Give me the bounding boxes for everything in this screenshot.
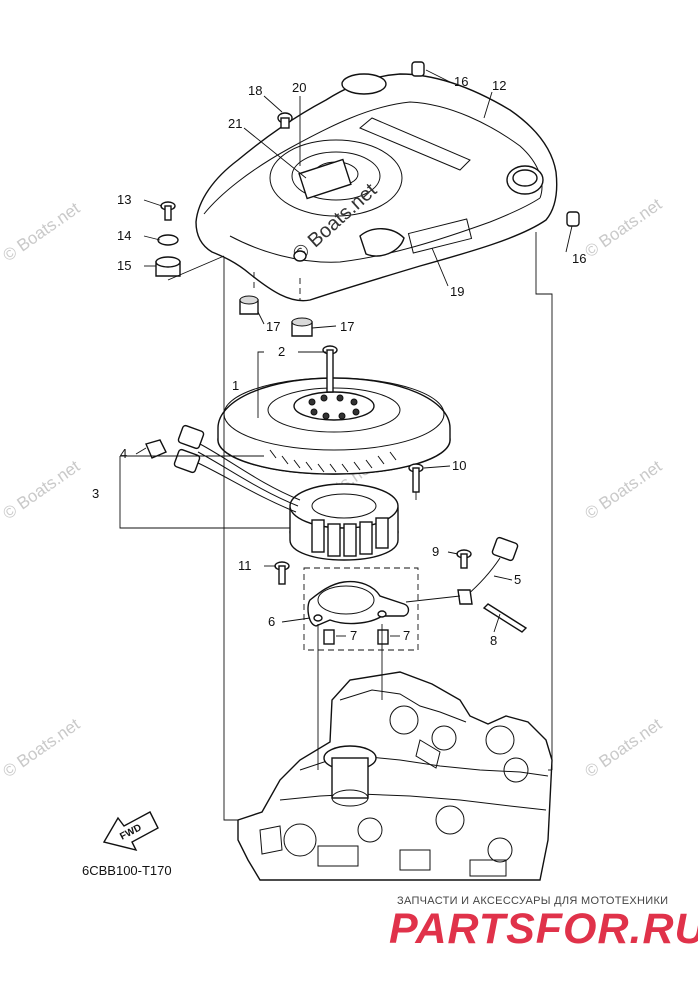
callout-2: 2 (278, 344, 285, 359)
callout-17b: 17 (340, 319, 354, 334)
watermark: © Boats.net (581, 714, 665, 781)
callout-8: 8 (490, 633, 497, 648)
callout-16b: 16 (572, 251, 586, 266)
watermark: © Boats.net (0, 714, 83, 781)
callout-7b: 7 (403, 628, 410, 643)
callout-13: 13 (117, 192, 131, 207)
callout-18: 18 (248, 83, 262, 98)
watermark: © Boats.net (581, 456, 665, 523)
callout-10: 10 (452, 458, 466, 473)
callout-11: 11 (238, 558, 252, 573)
engine-block (237, 671, 553, 881)
callout-19: 19 (450, 284, 464, 299)
brand-tagline: ЗАПЧАСТИ И АКСЕССУАРЫ ДЛЯ МОТОТЕХНИКИ (397, 895, 669, 907)
callout-21: 21 (228, 116, 242, 131)
stator-assembly (145, 424, 424, 561)
callout-12: 12 (492, 78, 506, 93)
callout-15: 15 (117, 258, 131, 273)
pulser-coil-bracket (274, 561, 419, 651)
callout-1: 1 (232, 378, 239, 393)
leader-lines (135, 69, 573, 637)
brand-logo[interactable]: PARTSFOR.RU (389, 905, 698, 953)
diagram-code: 6CBB100-T170 (82, 863, 172, 878)
watermark: © Boats.net (0, 456, 83, 523)
callout-14: 14 (117, 228, 131, 243)
callout-9: 9 (432, 544, 439, 559)
cover-fasteners (155, 61, 580, 337)
callout-labels: 1 2 3 4 5 6 7 7 8 9 10 11 12 13 14 15 16… (92, 74, 586, 648)
watermark: © Boats.net (0, 198, 83, 265)
callout-17a: 17 (266, 319, 280, 334)
callout-7a: 7 (350, 628, 357, 643)
callout-3: 3 (92, 486, 99, 501)
callout-5: 5 (514, 572, 521, 587)
watermark: © Boats.net (581, 194, 665, 261)
flywheel-cover: © Boats.net (195, 73, 558, 302)
callout-6: 6 (268, 614, 275, 629)
flywheel-assembly (217, 345, 451, 475)
callout-20: 20 (292, 80, 306, 95)
callout-16a: 16 (454, 74, 468, 89)
guide-lines (119, 232, 553, 821)
fwd-arrow-icon: FWD (102, 811, 159, 852)
callout-4: 4 (120, 446, 127, 461)
pulser-coil (456, 536, 528, 633)
